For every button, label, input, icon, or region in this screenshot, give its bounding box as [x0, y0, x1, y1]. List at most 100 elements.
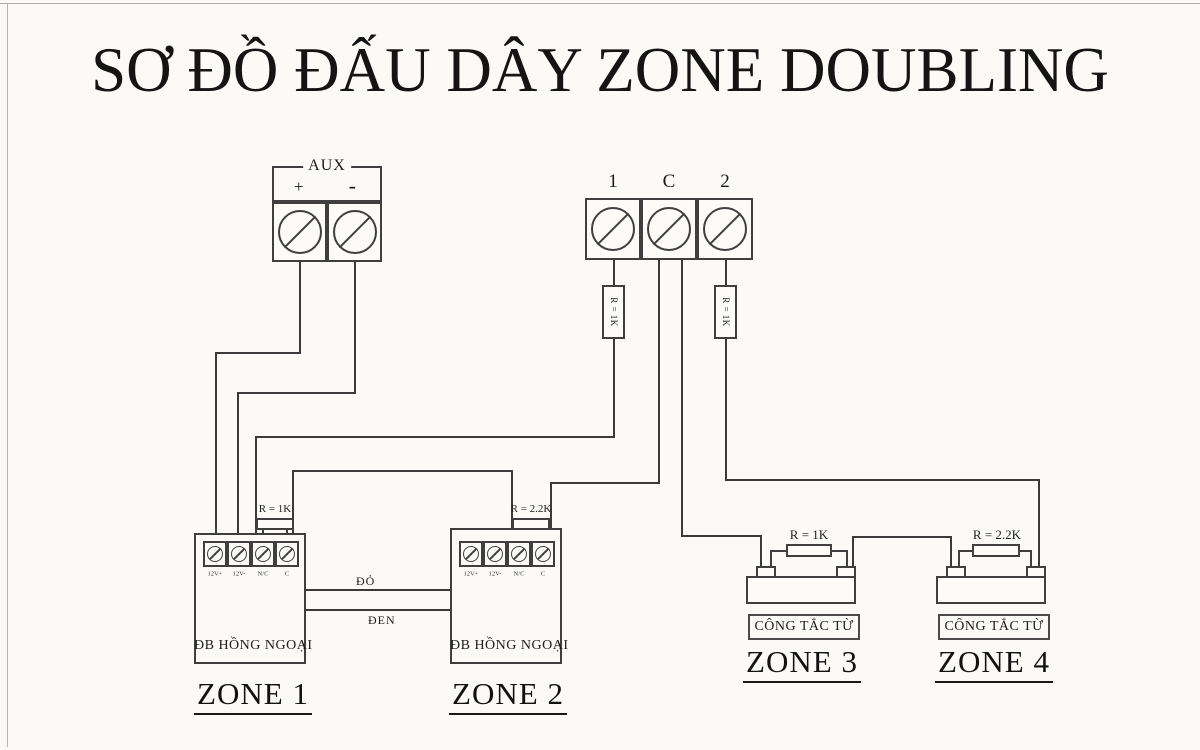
zone1-terminal-nc — [251, 541, 275, 567]
wire-aux-plus-v2 — [215, 352, 217, 543]
zone2-label-nc: N/C — [513, 569, 525, 578]
terminal-c — [641, 198, 697, 260]
wire-z1c-z2nc-h — [292, 470, 513, 472]
zone2-terminal-strip — [459, 541, 555, 567]
aux-plus-label: + — [294, 177, 304, 196]
wire-black-label: ĐEN — [368, 613, 396, 627]
zone2-terminal-12vminus — [483, 541, 507, 567]
screw-terminal-icon — [332, 210, 377, 254]
zone2-terminal-nc — [507, 541, 531, 567]
resistor-terminal1-label: R = 1K — [608, 297, 619, 327]
zone-terminal-strip — [585, 198, 753, 260]
zone4-resistor-body — [972, 544, 1020, 557]
screw-terminal-icon — [511, 546, 527, 562]
zone3-device-label: CÔNG TẮC TỪ — [754, 619, 854, 634]
zone4-switch-body — [936, 576, 1046, 604]
wire-red-h — [215, 589, 473, 591]
zone1-terminal-strip — [203, 541, 299, 567]
screw-terminal-icon — [207, 546, 223, 562]
screw-terminal-icon — [277, 210, 322, 254]
zone3-title: ZONE 3 — [722, 644, 882, 683]
zone2-label-12vminus: 12V- — [488, 569, 502, 578]
zone3-resistor-body — [786, 544, 832, 557]
zone2-terminal-labels: 12V+ 12V- N/C C — [459, 569, 555, 578]
wire-black-h — [238, 609, 497, 611]
wire-c2-h — [681, 535, 762, 537]
screw-terminal-icon — [463, 546, 479, 562]
screw-terminal-icon — [703, 207, 747, 251]
wire-z1c-up — [292, 470, 294, 543]
terminal-1-label: 1 — [608, 171, 618, 192]
zone1-terminal-labels: 12V+ 12V- N/C C — [203, 569, 299, 578]
wire-c1-h — [550, 482, 660, 484]
zone1-device-label: ĐB HỒNG NGOẠI — [194, 638, 313, 653]
zone2-terminal-12vplus — [459, 541, 483, 567]
zone4-device-label-box: CÔNG TẮC TỪ — [938, 614, 1050, 640]
wire-t1-lead — [613, 258, 615, 286]
frame-border-left — [7, 3, 8, 747]
wire-red-label: ĐỎ — [356, 574, 376, 588]
aux-minus-label: - — [348, 173, 356, 198]
zone2-title: ZONE 2 — [428, 676, 588, 715]
zone1-terminal-12vminus — [227, 541, 251, 567]
zone3-resistor-label: R = 1K — [789, 527, 829, 542]
wire-z3-z4-h — [852, 536, 952, 538]
zone4-resistor-label: R = 2.2K — [972, 527, 1022, 542]
wire-t2-lead — [725, 258, 727, 286]
zone3-device-label-box: CÔNG TẮC TỪ — [748, 614, 860, 640]
screw-terminal-icon — [231, 546, 247, 562]
zone2-label-c: C — [540, 569, 546, 578]
zone1-label-12vminus: 12V- — [232, 569, 246, 578]
wire-t1-h — [255, 436, 615, 438]
wire-t1-drop — [255, 436, 257, 543]
wire-c2-drop — [760, 535, 762, 568]
zone1-terminal-c — [275, 541, 299, 567]
aux-terminal-strip — [272, 202, 382, 262]
wire-c1-v — [658, 258, 660, 482]
wire-c1-drop — [550, 482, 552, 543]
wire-t1-v — [613, 338, 615, 436]
zone3-switch-body — [746, 576, 856, 604]
wire-t2-h — [725, 479, 1040, 481]
zone4-title: ZONE 4 — [914, 644, 1074, 683]
wire-t2-v — [725, 338, 727, 479]
wire-aux-minus-h — [237, 392, 356, 394]
terminal-1 — [585, 198, 641, 260]
terminal-2 — [697, 198, 753, 260]
aux-plus-terminal — [272, 202, 327, 262]
wire-c2-v — [681, 258, 683, 535]
zone4-device-label: CÔNG TẮC TỪ — [944, 619, 1044, 634]
zone2-label-12vplus: 12V+ — [463, 569, 479, 578]
wire-z4-drop — [950, 536, 952, 568]
screw-terminal-icon — [535, 546, 551, 562]
zone2-terminal-c — [531, 541, 555, 567]
wire-aux-plus-v1 — [299, 260, 301, 353]
resistor-terminal2-label: R = 1K — [720, 297, 731, 327]
terminal-c-label: C — [662, 171, 676, 192]
zone1-label-c: C — [284, 569, 290, 578]
zone2-device-label: ĐB HỒNG NGOẠI — [450, 638, 569, 653]
aux-minus-terminal — [327, 202, 382, 262]
terminal-2-label: 2 — [720, 171, 730, 192]
zone1-label-nc: N/C — [257, 569, 269, 578]
screw-terminal-icon — [591, 207, 635, 251]
wire-z2nc-drop — [511, 470, 513, 543]
zone1-resistor-label: R = 1K — [258, 503, 292, 515]
wire-aux-minus-v2 — [237, 392, 239, 543]
zone2-resistor-label: R = 2.2K — [510, 503, 552, 515]
zone1-label-12vplus: 12V+ — [207, 569, 223, 578]
aux-label-box: AUX + - — [272, 157, 382, 202]
zone1-title: ZONE 1 — [173, 676, 333, 715]
wire-t2-drop — [1038, 479, 1040, 568]
zone1-terminal-12vplus — [203, 541, 227, 567]
screw-terminal-icon — [255, 546, 271, 562]
screw-terminal-icon — [647, 207, 691, 251]
screw-terminal-icon — [279, 546, 295, 562]
wire-aux-plus-h — [215, 352, 301, 354]
screw-terminal-icon — [487, 546, 503, 562]
resistor-terminal2: R = 1K — [714, 285, 737, 339]
aux-label: AUX — [303, 157, 351, 175]
frame-border-top — [0, 3, 1200, 4]
resistor-terminal1: R = 1K — [602, 285, 625, 339]
